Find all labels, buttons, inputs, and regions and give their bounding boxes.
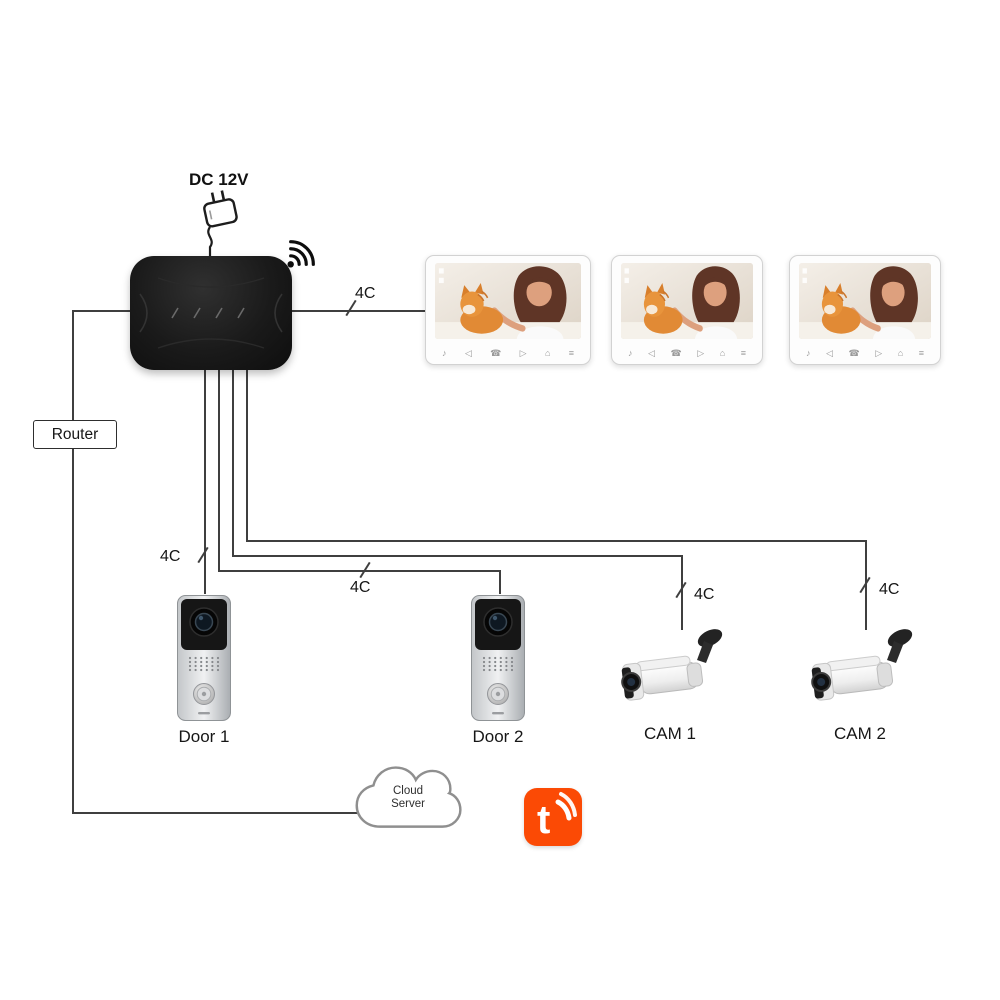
tuya-app-icon: t	[524, 788, 582, 846]
monitor-2-touch-buttons: ♪ ◁ ☎ ▷ ⌂ ≡	[620, 343, 754, 363]
svg-text:t: t	[537, 798, 550, 842]
monitor-3-touch-buttons: ♪ ◁ ☎ ▷ ⌂ ≡	[798, 343, 932, 363]
power-adapter-icon	[203, 190, 238, 259]
cloud-label-line1: Cloud	[392, 785, 424, 797]
cable-router-vertical	[72, 310, 74, 812]
next-icon: ▷	[875, 347, 883, 358]
monitor-2-screen	[621, 263, 753, 339]
phone-icon: ☎	[848, 347, 860, 358]
router-label-box: Router	[33, 420, 117, 449]
cable-hub-to-cam2-v1	[246, 370, 248, 540]
monitor-3-screen	[799, 263, 931, 339]
phone-icon: ☎	[490, 347, 502, 358]
cable-hub-to-router	[72, 310, 130, 312]
cable-hub-to-door2-h	[218, 570, 501, 572]
home-icon: ⌂	[544, 347, 551, 358]
prev-icon: ◁	[464, 347, 472, 358]
door2-label: Door 2	[472, 727, 524, 746]
wifi-hub-device	[130, 256, 292, 370]
prev-icon: ◁	[826, 347, 833, 358]
cable-hub-to-cam1-v1	[232, 370, 234, 555]
menu-icon: ≡	[918, 347, 924, 358]
speaker-icon: ♪	[628, 347, 633, 358]
cable-label-cam1: 4C	[694, 586, 715, 603]
power-label: DC 12V	[189, 170, 249, 189]
cam2-label: CAM 2	[834, 724, 886, 743]
wifi-signal-icon	[287, 240, 315, 268]
bullet-camera-2	[811, 629, 913, 701]
home-icon: ⌂	[719, 347, 726, 358]
router-label: Router	[51, 425, 99, 443]
cable-hub-to-cam1-v2	[681, 555, 683, 630]
cable-router-to-cloud	[72, 812, 365, 814]
menu-icon: ≡	[740, 347, 746, 358]
home-icon: ⌂	[897, 347, 904, 358]
speaker-icon: ♪	[806, 347, 811, 358]
cloud-server-shape	[355, 766, 462, 828]
monitor-1-screen	[435, 263, 581, 339]
cable-hub-to-cam1-h	[232, 555, 683, 557]
cam1-label: CAM 1	[644, 724, 696, 743]
cable-label-cam2: 4C	[879, 581, 900, 598]
door-station-1	[177, 595, 231, 721]
cable-hub-to-monitors	[292, 310, 425, 312]
door-station-2	[471, 595, 525, 721]
indoor-monitor-2: ♪ ◁ ☎ ▷ ⌂ ≡	[611, 255, 763, 365]
bullet-camera-1	[621, 629, 723, 701]
indoor-monitor-3: ♪ ◁ ☎ ▷ ⌂ ≡	[789, 255, 941, 365]
cable-label-monitors: 4C	[355, 285, 376, 302]
menu-icon: ≡	[568, 347, 574, 358]
cloud-label-line2: Server	[391, 798, 425, 810]
cable-hub-to-door2-v2	[499, 570, 501, 594]
cable-hub-to-cam2-h	[246, 540, 867, 542]
cable-hub-to-door1	[204, 370, 206, 594]
phone-icon: ☎	[670, 347, 682, 358]
speaker-icon: ♪	[442, 347, 447, 358]
next-icon: ▷	[697, 347, 705, 358]
cable-hub-to-door2-v1	[218, 370, 220, 570]
indoor-monitor-1: ♪ ◁ ☎ ▷ ⌂ ≡	[425, 255, 591, 365]
cloud-server-label: Cloud Server	[372, 785, 444, 811]
next-icon: ▷	[519, 347, 527, 358]
prev-icon: ◁	[648, 347, 655, 358]
cable-tick-door1	[197, 546, 209, 564]
cable-label-door2: 4C	[350, 579, 371, 596]
door1-label: Door 1	[178, 727, 230, 746]
cable-label-door1: 4C	[160, 548, 181, 565]
monitor-1-touch-buttons: ♪ ◁ ☎ ▷ ⌂ ≡	[434, 343, 582, 363]
